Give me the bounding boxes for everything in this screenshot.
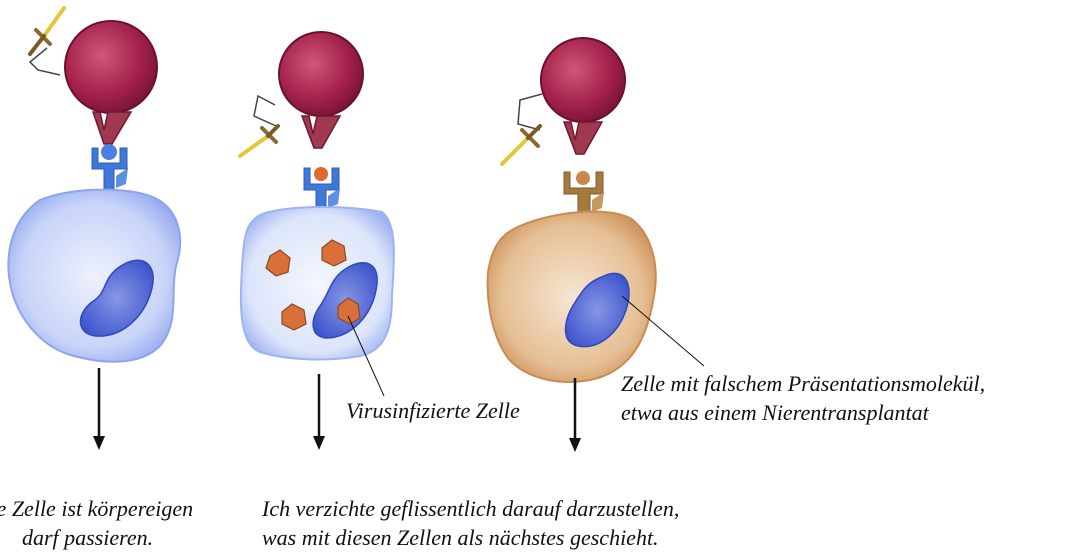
arrow-down-icon (93, 368, 105, 450)
t-cell-receptor (302, 116, 340, 148)
outcome-self-line1: se Zelle ist körpereigen (0, 494, 193, 523)
t-cell-receptor (564, 122, 602, 154)
self-cell-group (8, 8, 180, 450)
outcome-other-line1: Ich verzichte geflissentlich darauf darz… (262, 494, 679, 523)
outcome-self-cell: se Zelle ist körpereigen darf passieren. (0, 494, 193, 552)
t-cell-icon (279, 32, 363, 116)
label-wrong-presentation-line1: Zelle mit falschem Präsentationsmolekül, (621, 369, 985, 398)
sword-icon (30, 8, 64, 75)
t-cell-icon (65, 21, 157, 113)
label-wrong-presentation-line2: etwa aus einem Nierentransplantat (621, 398, 985, 427)
arrow-down-icon (313, 374, 325, 450)
sword-icon (502, 94, 542, 164)
virus-cell-group (240, 32, 394, 450)
t-cell-receptor (93, 112, 131, 144)
foreign-cell-body (488, 212, 656, 382)
outcome-other-cells: Ich verzichte geflissentlich darauf darz… (262, 494, 679, 552)
outcome-self-line2: darf passieren. (0, 523, 193, 552)
outcome-other-line2: was mit diesen Zellen als nächstes gesch… (262, 523, 679, 552)
label-virus-infected-text: Virusinfizierte Zelle (346, 396, 520, 425)
t-cell-icon (541, 38, 625, 122)
arrow-down-icon (569, 378, 581, 452)
label-virus-infected: Virusinfizierte Zelle (346, 396, 520, 425)
sword-icon (240, 96, 278, 156)
label-wrong-presentation: Zelle mit falschem Präsentationsmolekül,… (621, 369, 985, 427)
